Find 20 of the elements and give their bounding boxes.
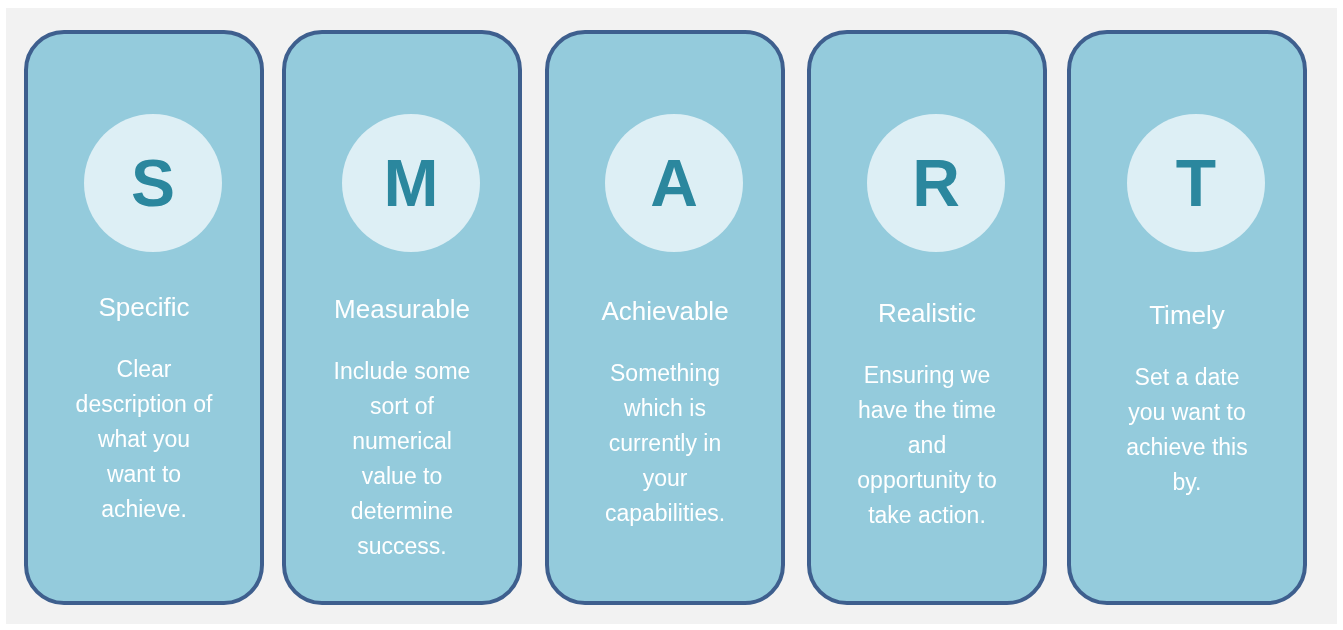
card-description: Ensuring we have the time and opportunity to take action. — [856, 361, 998, 530]
card — [1067, 30, 1307, 605]
card-description: Set a date you want to achieve this by. — [1125, 363, 1249, 497]
card-heading: Achievable — [600, 296, 730, 327]
letter-circle: M — [342, 114, 480, 252]
card-heading: Measurable — [333, 294, 471, 325]
card — [545, 30, 785, 605]
card — [24, 30, 264, 605]
letter-circle: A — [605, 114, 743, 252]
letter-circle: T — [1127, 114, 1265, 252]
card — [807, 30, 1047, 605]
letter-circle: R — [867, 114, 1005, 252]
card-heading: Realistic — [876, 298, 978, 329]
letter-circle: S — [84, 114, 222, 252]
card-description: Include some sort of numerical value to determine success. — [332, 357, 472, 561]
card-heading: Specific — [97, 292, 191, 323]
card — [282, 30, 522, 605]
card-description: Clear description of what you want to achieve. — [74, 355, 214, 524]
card-heading: Timely — [1148, 300, 1226, 331]
card-description: Something which is currently in your capabilities. — [603, 359, 727, 528]
